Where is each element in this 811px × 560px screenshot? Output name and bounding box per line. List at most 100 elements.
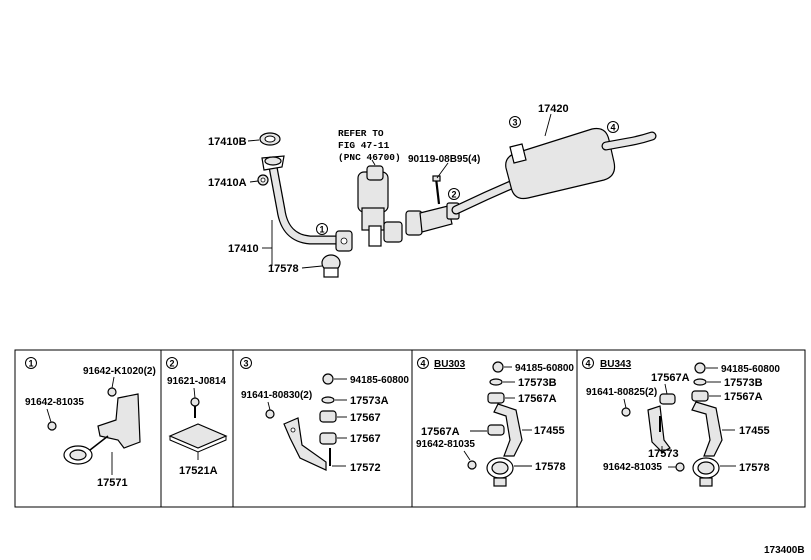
bolt-91642-81035-p4a[interactable] (467, 460, 477, 470)
svg-text:4: 4 (420, 359, 425, 369)
plate-17521a[interactable] (168, 423, 228, 453)
label-17578-main: 17578 (268, 263, 299, 275)
intermediate-pipe[interactable] (405, 176, 525, 236)
panel-4b-label-c: 91641-80825(2) (586, 387, 657, 398)
panel-4a-label-c: 17567A (518, 393, 557, 405)
refer-line-2: FIG 47-11 (338, 140, 390, 151)
svg-text:4: 4 (585, 359, 590, 369)
svg-text:1: 1 (28, 359, 33, 369)
panel-3-label-e: 17567 (350, 433, 381, 445)
panel-1: 1 91642-K1020(2) 91642-81035 17571 (25, 357, 156, 489)
callout-3 (509, 116, 521, 128)
bracket-17455-p4a[interactable] (493, 403, 523, 457)
panel-3-label-d: 17567 (350, 412, 381, 424)
bracket-17573[interactable] (647, 405, 671, 453)
washer-17573b-p4b[interactable] (693, 378, 707, 386)
washer-17573b-p4a[interactable] (489, 378, 503, 386)
svg-text:2: 2 (169, 359, 174, 369)
main-exploded-view: 17410B 17410A 17410 17578 1 (208, 103, 657, 278)
panel-1-number (25, 357, 37, 369)
panel-4a-model: BU303 (434, 359, 466, 370)
clamp-17578-p4b[interactable] (692, 457, 720, 487)
cushion-17567-upper[interactable] (319, 410, 337, 423)
panel-4b-label-i: 17578 (739, 462, 770, 474)
panel-4b-label-g: 17573 (648, 448, 679, 460)
label-bolt-90119: 90119-08B95(4) (408, 154, 480, 165)
panel-4a-number (417, 357, 429, 369)
panel-1-label-a: 91642-K1020(2) (83, 366, 156, 377)
front-pipe-17410[interactable] (261, 155, 353, 252)
hanger-17571[interactable] (63, 393, 141, 465)
nut-17410a[interactable] (257, 174, 269, 186)
panel-2-number (166, 357, 178, 369)
panel-2-label-b: 17521A (179, 465, 218, 477)
panel-3-label-f: 17572 (350, 462, 381, 474)
bolt-91641-80830[interactable] (265, 409, 275, 419)
panel-1-label-b: 91642-81035 (25, 397, 84, 408)
cushion-17567-lower[interactable] (319, 432, 337, 445)
svg-text:3: 3 (512, 118, 517, 128)
svg-text:4: 4 (610, 123, 615, 133)
refer-line-1: REFER TO (338, 128, 384, 139)
panel-4a-label-g: 17578 (535, 461, 566, 473)
panel-4b-label-e: 17567A (724, 391, 763, 403)
clamp-17578-p4a[interactable] (486, 457, 514, 487)
bolt-90119-08b95[interactable] (432, 175, 441, 205)
panel-4b-label-f: 17455 (739, 425, 770, 437)
label-17420: 17420 (538, 103, 569, 115)
callout-1 (316, 223, 328, 235)
panel-2-label-a: 91621-J0814 (167, 376, 226, 387)
panel-4a-label-e: 17455 (534, 425, 565, 437)
detail-panels (14, 349, 806, 508)
cushion-17567a-upper-p4a[interactable] (487, 392, 505, 404)
label-17410b: 17410B (208, 136, 247, 148)
panel-3-number (240, 357, 252, 369)
bolt-91641-80825[interactable] (621, 407, 631, 417)
figure-id: 173400B (764, 545, 805, 556)
panel-4a-label-a: 94185-60800 (515, 363, 574, 374)
nut-94185-60800-p3[interactable] (322, 373, 334, 385)
bracket-17455-p4b[interactable] (691, 401, 723, 457)
nut-94185-60800-p4b[interactable] (694, 362, 706, 374)
panel-3-label-a: 91641-80830(2) (241, 390, 312, 401)
panel-4b-label-h: 91642-81035 (603, 462, 662, 473)
muffler-17420[interactable] (505, 127, 657, 200)
callout-2 (448, 188, 460, 200)
clamp-17578[interactable] (321, 254, 341, 278)
panel-4-bu303: 4 BU303 94185-60800 17573B 17567A 17567A… (416, 357, 574, 487)
cushion-17567a-lower-p4a[interactable] (487, 424, 505, 436)
washer-17573a[interactable] (321, 396, 335, 404)
label-17410a: 17410A (208, 177, 247, 189)
label-17410: 17410 (228, 243, 259, 255)
panel-4b-model: BU343 (600, 359, 632, 370)
cushion-17567a-upper-p4b[interactable] (659, 393, 676, 405)
bracket-17572[interactable] (283, 417, 331, 471)
panel-2: 2 91621-J0814 17521A (166, 357, 228, 477)
panel-4b-label-a: 17567A (651, 372, 690, 384)
nut-94185-60800-p4a[interactable] (492, 361, 504, 373)
panel-4-bu343: 4 BU343 17567A 94185-60800 91641-80825(2… (582, 357, 780, 487)
panel-4b-label-b: 94185-60800 (721, 364, 780, 375)
svg-text:1: 1 (319, 225, 324, 235)
cushion-17567a-lower-p4b[interactable] (691, 390, 709, 402)
panel-4a-label-d: 17567A (421, 426, 460, 438)
bolt-91642-81035-p4b[interactable] (675, 462, 685, 472)
svg-text:2: 2 (451, 190, 456, 200)
panel-4a-label-f: 91642-81035 (416, 439, 475, 450)
panel-3-label-c: 17573A (350, 395, 389, 407)
panel-3: 3 91641-80830(2) 94185-60800 17573A 1756… (240, 357, 409, 474)
gasket-17410b[interactable] (259, 132, 281, 146)
callout-4 (607, 121, 619, 133)
panel-4b-label-d: 17573B (724, 377, 763, 389)
panel-3-label-b: 94185-60800 (350, 375, 409, 386)
refer-line-3: (PNC 46700) (338, 152, 401, 163)
bolt-91621-j0814[interactable] (190, 397, 200, 418)
panel-1-label-c: 17571 (97, 477, 128, 489)
svg-text:3: 3 (243, 359, 248, 369)
catalytic-converter[interactable] (357, 165, 403, 247)
panel-4b-number (582, 357, 594, 369)
bolt-91642-k1020[interactable] (107, 387, 117, 397)
bolt-91642-81035-p1[interactable] (47, 421, 57, 431)
panel-4a-label-b: 17573B (518, 377, 557, 389)
